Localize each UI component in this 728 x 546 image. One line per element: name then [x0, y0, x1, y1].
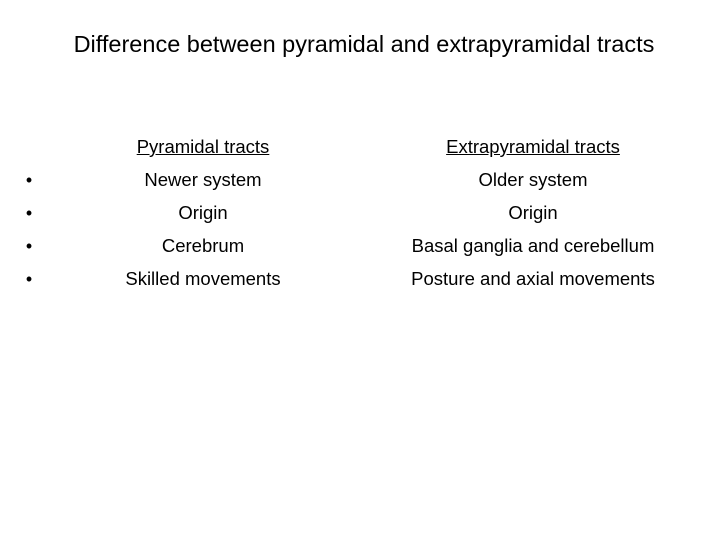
bullet-icon: •: [25, 236, 33, 256]
table-row: • Newer system Older system: [0, 163, 728, 196]
row-left-value: Skilled movements: [125, 268, 281, 289]
page-title: Difference between pyramidal and extrapy…: [73, 31, 655, 57]
row-right-value: Basal ganglia and cerebellum: [411, 235, 655, 256]
table-row: • Origin Origin: [0, 196, 728, 229]
row-right-value: Posture and axial movements: [411, 268, 655, 289]
table-row: • Cerebrum Basal ganglia and cerebellum: [0, 229, 728, 262]
row-left-value: Cerebrum: [161, 235, 245, 256]
row-left-value: Origin: [178, 202, 228, 223]
comparison-table: Pyramidal tracts Extrapyramidal tracts •…: [0, 130, 728, 295]
column-header-left: Pyramidal tracts: [58, 130, 348, 163]
row-right-value: Origin: [508, 202, 558, 223]
table-header-row: Pyramidal tracts Extrapyramidal tracts: [0, 130, 728, 163]
bullet-icon: •: [25, 269, 33, 289]
column-header-left-text: Pyramidal tracts: [136, 136, 270, 157]
column-header-right-text: Extrapyramidal tracts: [446, 136, 620, 157]
row-right-value: Older system: [478, 169, 588, 190]
bullet-icon: •: [25, 170, 33, 190]
row-left-value: Newer system: [144, 169, 262, 190]
table-row: • Skilled movements Posture and axial mo…: [0, 262, 728, 295]
bullet-icon: •: [25, 203, 33, 223]
column-header-right: Extrapyramidal tracts: [348, 130, 718, 163]
